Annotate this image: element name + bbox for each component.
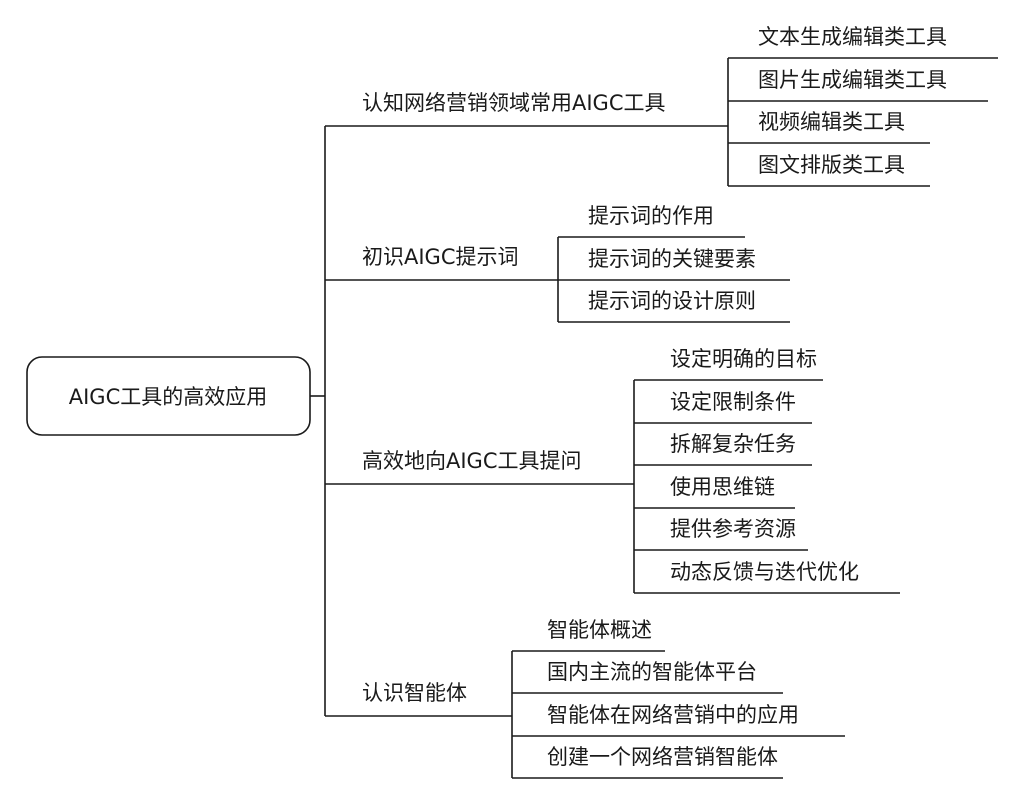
root-node-label: AIGC工具的高效应用 (69, 385, 268, 409)
child-label: 使用思维链 (670, 475, 775, 499)
child-label: 提示词的作用 (588, 204, 714, 228)
child-label: 提供参考资源 (670, 517, 796, 541)
branch-label: 认知网络营销领域常用AIGC工具 (362, 91, 666, 115)
child-label: 动态反馈与迭代优化 (670, 560, 859, 584)
child-label: 设定限制条件 (670, 390, 796, 414)
child-label: 文本生成编辑类工具 (758, 25, 947, 49)
branch-label: 认识智能体 (362, 681, 467, 705)
child-label: 视频编辑类工具 (758, 110, 905, 134)
child-label: 拆解复杂任务 (670, 432, 796, 456)
child-label: 图片生成编辑类工具 (758, 68, 947, 92)
child-label: 国内主流的智能体平台 (547, 660, 757, 684)
child-label: 提示词的设计原则 (588, 289, 756, 313)
child-label: 智能体概述 (547, 618, 652, 642)
child-label: 设定明确的目标 (670, 347, 817, 371)
branch-label: 初识AIGC提示词 (362, 245, 519, 269)
child-label: 提示词的关键要素 (588, 247, 756, 271)
branch-label: 高效地向AIGC工具提问 (362, 449, 582, 473)
child-label: 创建一个网络营销智能体 (547, 745, 778, 769)
child-label: 图文排版类工具 (758, 153, 905, 177)
child-label: 智能体在网络营销中的应用 (547, 703, 799, 727)
